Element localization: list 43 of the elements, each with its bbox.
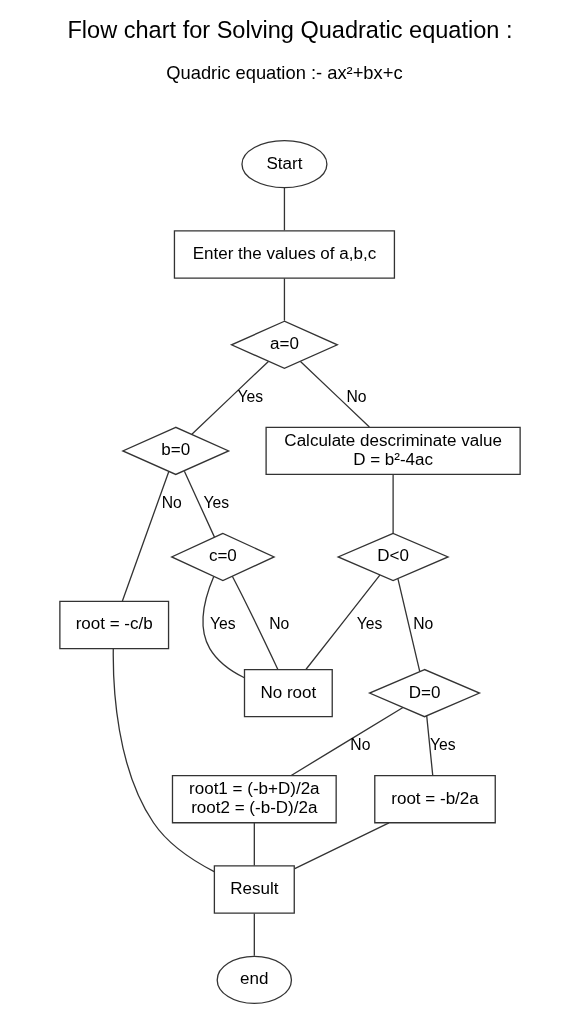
node-box: Result (213, 865, 295, 914)
connector (283, 277, 286, 322)
edge-label: No (346, 387, 367, 405)
edge-label: No (269, 615, 290, 633)
edge-label: Yes (356, 615, 383, 633)
node-box: root = -b/2a (374, 774, 496, 824)
node-ellipse: Start (241, 139, 328, 189)
node-diamond: D<0 (336, 532, 450, 582)
edge-label: No (413, 615, 434, 633)
connector (294, 822, 390, 870)
connector (397, 577, 421, 672)
node-box: root1 = (-b+D)/2a root2 = (-b-D)/2a (171, 774, 337, 824)
connector (305, 574, 381, 670)
connector (253, 822, 255, 867)
node-diamond: b=0 (121, 426, 231, 476)
connector (290, 706, 404, 777)
connector (283, 187, 286, 231)
node-diamond: c=0 (170, 532, 276, 582)
label: Quadric equation :- ax²+bx+c (166, 61, 403, 83)
edge-label: Yes (203, 493, 230, 511)
connector (426, 715, 434, 777)
connector (183, 470, 216, 538)
edge-label: No (161, 493, 182, 511)
connector (299, 360, 371, 428)
node-box: root = -c/b (59, 600, 170, 650)
node-box: No root (243, 668, 333, 718)
diagram-title: Flow chart for Solving Quadratic equation : (67, 16, 513, 43)
node-box: Calculate descriminate value D = b²-4ac (265, 426, 521, 476)
connector (392, 474, 394, 534)
connector (191, 360, 270, 435)
connector (121, 470, 170, 602)
node-diamond: D=0 (367, 668, 482, 718)
node-box: Enter the values of a,b,c (173, 230, 396, 279)
edge-label: Yes (210, 615, 236, 633)
node-diamond: a=0 (229, 320, 339, 370)
edge-label: No (350, 736, 371, 754)
connector (202, 575, 246, 679)
connector (253, 912, 255, 957)
edge-label: Yes (237, 387, 264, 405)
connector (112, 648, 215, 873)
connector (231, 575, 279, 671)
edge-label: Yes (430, 736, 456, 754)
node-ellipse: end (216, 955, 293, 1005)
